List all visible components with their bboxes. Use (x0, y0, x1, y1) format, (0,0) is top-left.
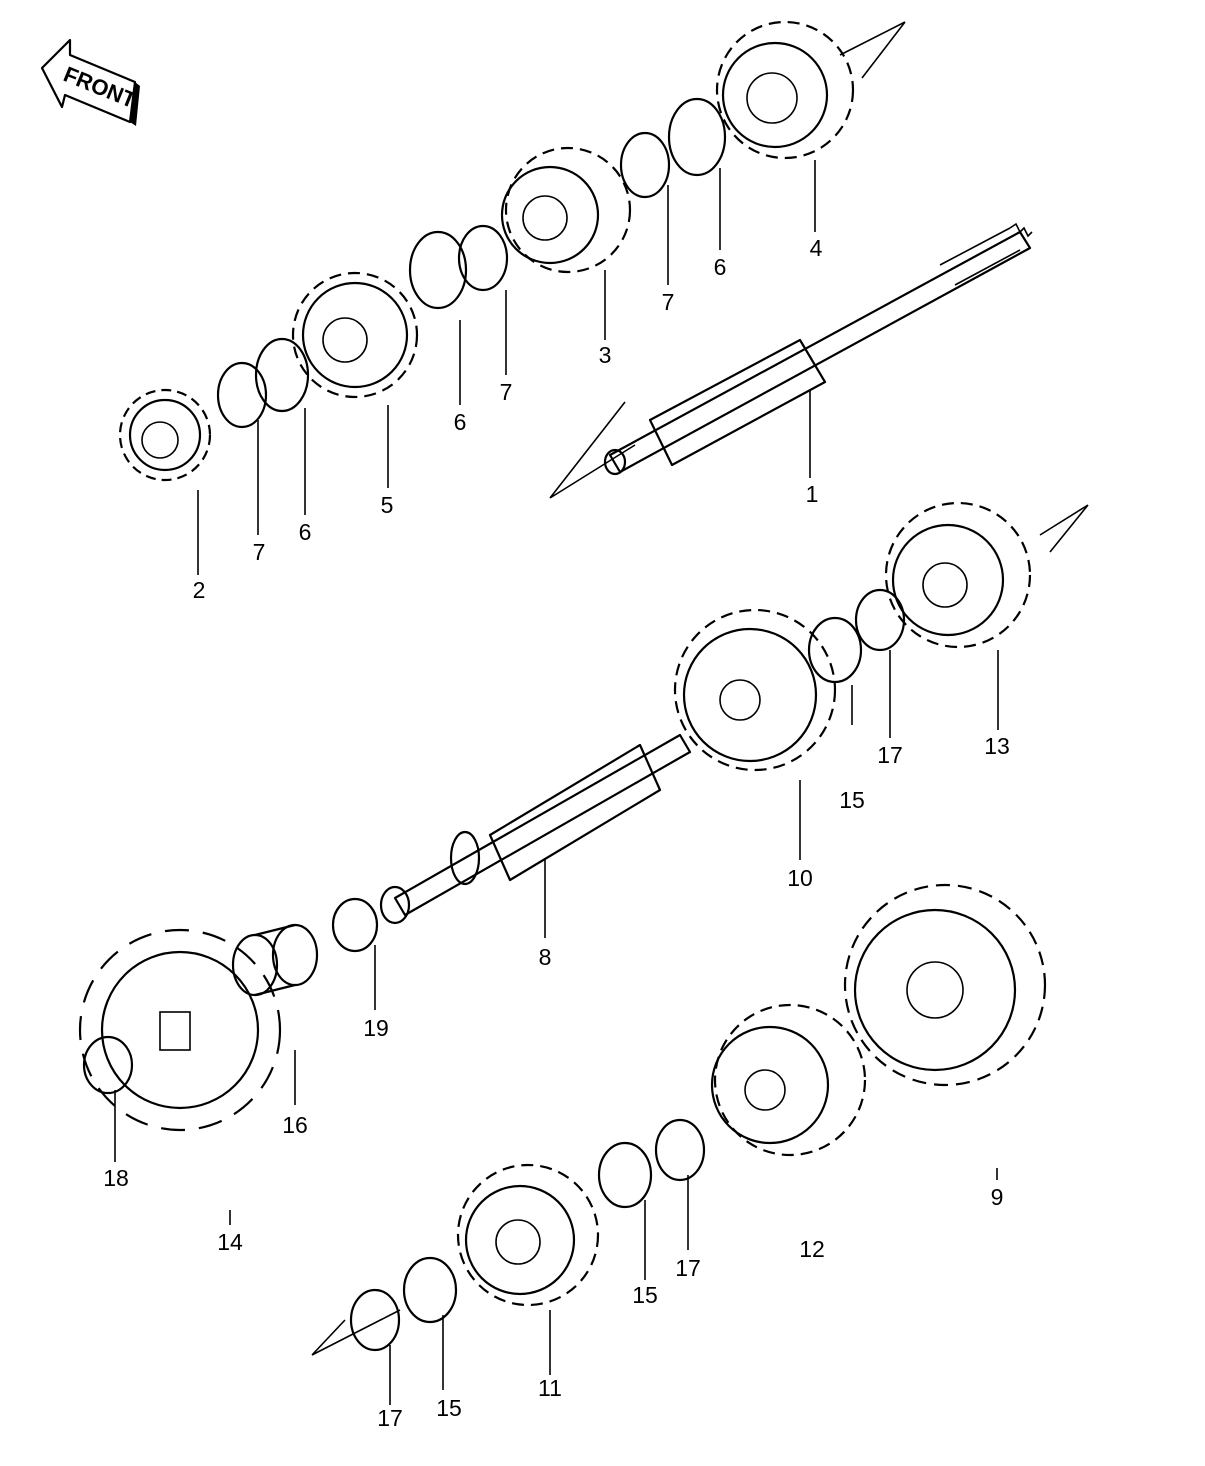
callout-16: 16 (282, 1112, 308, 1138)
gear-11 (456, 1163, 600, 1307)
direction-arrows (311, 21, 1089, 1356)
callout-15c: 15 (436, 1395, 462, 1421)
callout-18: 18 (103, 1165, 129, 1191)
gear-5 (291, 271, 419, 399)
washers (82, 97, 906, 1352)
callout-6a: 6 (454, 409, 467, 435)
callout-14: 14 (217, 1229, 243, 1255)
callout-6b: 6 (299, 519, 312, 545)
callout-19: 19 (363, 1015, 389, 1041)
callout-17c: 17 (377, 1405, 403, 1431)
callout-12: 12 (799, 1236, 825, 1262)
collar-16 (231, 923, 319, 997)
callout-7c: 7 (662, 289, 675, 315)
gear-12 (710, 1003, 867, 1157)
callout-labels: 1 2 3 4 5 6 6 6 7 7 7 17 8 9 10 11 12 13… (103, 235, 1010, 1431)
gear-4 (715, 20, 855, 160)
leader-lines (114, 160, 999, 1405)
gear-13 (884, 501, 1032, 649)
callout-17b: 17 (675, 1255, 701, 1281)
output-shaft (379, 733, 692, 925)
front-label: FRONT (60, 61, 140, 113)
callout-10: 10 (787, 865, 813, 891)
callout-2: 2 (193, 577, 206, 603)
callout-7a: 7 (253, 539, 266, 565)
gear-2 (118, 388, 212, 482)
callout-7b: 7 (500, 379, 513, 405)
callout-13: 13 (984, 733, 1010, 759)
callout-6c: 6 (714, 254, 727, 280)
gear-3 (500, 146, 632, 274)
callout-15b: 15 (632, 1282, 658, 1308)
input-shaft (603, 222, 1033, 476)
gear-9 (843, 883, 1047, 1087)
sprocket-14 (78, 928, 282, 1132)
front-arrow-icon: FRONT (40, 38, 140, 126)
callout-4: 4 (810, 235, 823, 261)
callout-9: 9 (991, 1184, 1004, 1210)
callout-5: 5 (381, 492, 394, 518)
callout-8: 8 (539, 944, 552, 970)
callout-11: 11 (538, 1375, 562, 1401)
callout-3: 3 (599, 342, 612, 368)
gear-10 (673, 608, 837, 772)
callout-17a: 17 (877, 742, 903, 768)
callout-1: 1 (806, 481, 819, 507)
callout-15a: 15 (839, 787, 865, 813)
